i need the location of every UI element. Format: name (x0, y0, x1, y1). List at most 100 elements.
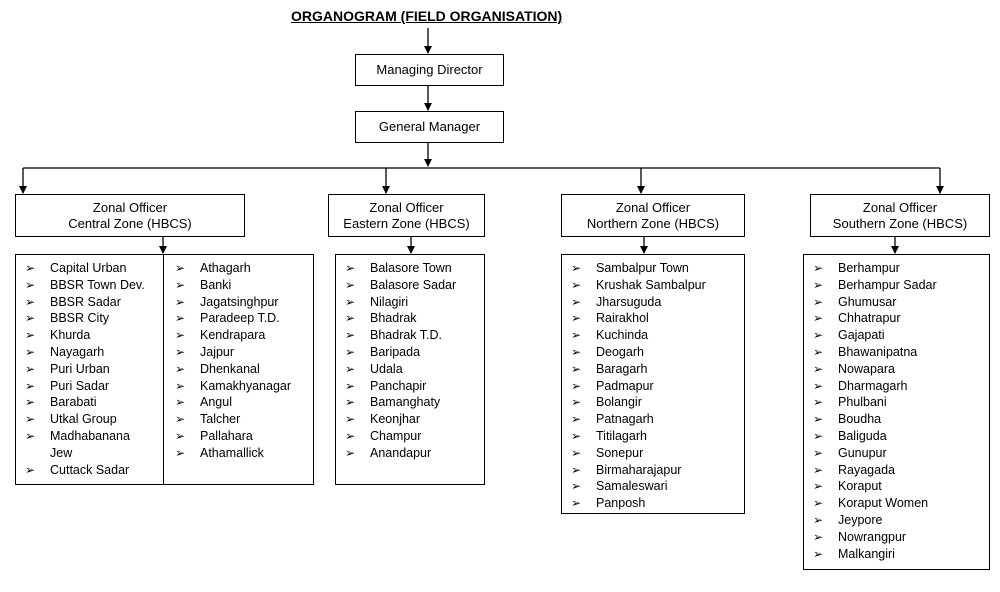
bullet-arrow-icon: ➢ (25, 261, 36, 275)
bullet-arrow-icon: ➢ (25, 277, 36, 292)
bullet-arrow-icon: ➢ (25, 412, 36, 427)
list-item-label: Koraput (838, 479, 882, 494)
list-item: ➢Malkangiri (804, 546, 937, 563)
bullet-arrow-icon: ➢ (813, 546, 824, 561)
bullet-arrow-icon: ➢ (813, 277, 824, 292)
bullet-arrow-icon: ➢ (813, 428, 824, 443)
list-item: ➢Panchapir (336, 378, 456, 395)
list-item: ➢Angul (166, 394, 291, 411)
list-item: ➢ Capital Urban (16, 260, 150, 277)
list-item-label: Baliguda (838, 428, 887, 443)
list-item-label: Berhampur (838, 261, 900, 275)
bullet-arrow-icon: ➢ (571, 311, 582, 326)
list-item: ➢ Rayagada (804, 462, 937, 479)
list-item-label: Dhenkanal (200, 361, 260, 376)
zone-officer-label: Zonal Officer (92, 199, 168, 215)
list-item-label: Birmaharajapur (596, 462, 682, 477)
list-item-label: Bamanghaty (370, 395, 441, 410)
northern-zone-column: ➢Sambalpur Town➢Krushak Sambalpur➢Jharsu… (562, 260, 706, 512)
bullet-arrow-icon: ➢ (175, 294, 186, 309)
list-item: ➢ Barabati (16, 394, 150, 411)
list-item-label: Puri Urban (50, 361, 110, 376)
eastern-zone-list: ➢Balasore Town➢Balasore Sadar➢Nilagiri➢B… (335, 254, 485, 485)
bullet-arrow-icon: ➢ (345, 378, 356, 393)
list-item: ➢Kendrapara (166, 327, 291, 344)
bullet-arrow-icon: ➢ (571, 294, 582, 309)
list-item-label: Champur (370, 428, 422, 443)
list-item-label: BBSR Sadar (50, 294, 121, 309)
list-item: ➢Balasore Sadar (336, 277, 456, 294)
bullet-arrow-icon: ➢ (571, 277, 582, 292)
bullet-arrow-icon: ➢ (813, 395, 824, 410)
list-item-label: Gajapati (838, 328, 885, 343)
list-item-label: Koraput Women (838, 496, 929, 511)
list-item-label: Krushak Sambalpur (596, 277, 706, 292)
bullet-arrow-icon: ➢ (175, 277, 186, 292)
list-item: ➢Koraput (804, 478, 937, 495)
central-zone-column-1: ➢Capital Urban➢BBSR Town Dev.➢BBSR Sadar… (16, 260, 150, 478)
column-divider (163, 255, 164, 484)
bullet-arrow-icon: ➢ (345, 261, 356, 275)
page-title: ORGANOGRAM (FIELD ORGANISATION) (291, 8, 563, 24)
bullet-arrow-icon: ➢ (175, 344, 186, 359)
list-item-label: Baragarh (596, 361, 648, 376)
list-item: ➢Gunupur (804, 445, 937, 462)
list-item: ➢ Nayagarh (16, 344, 150, 361)
list-item-label: Deogarh (596, 344, 644, 359)
list-item-label: Bhadrak (370, 311, 417, 326)
list-item-label: Puri Sadar (50, 378, 110, 393)
bullet-arrow-icon: ➢ (571, 395, 582, 410)
list-item-label: Banki (200, 277, 232, 292)
list-item-label: Udala (370, 361, 403, 376)
list-item: ➢Keonjhar (336, 411, 456, 428)
list-item-label: Capital Urban (50, 261, 127, 275)
list-item: ➢ Deogarh (562, 344, 706, 361)
bullet-arrow-icon: ➢ (25, 294, 36, 309)
bullet-arrow-icon: ➢ (345, 294, 356, 309)
list-item: ➢Athamallick (166, 445, 291, 462)
list-item: ➢Talcher (166, 411, 291, 428)
bullet-arrow-icon: ➢ (813, 378, 824, 393)
bullet-arrow-icon: ➢ (345, 412, 356, 427)
bullet-arrow-icon: ➢ (25, 428, 36, 443)
list-item: ➢Nowapara (804, 361, 937, 378)
list-item-label: Rayagada (838, 462, 895, 477)
list-item: ➢Birmaharajapur (562, 462, 706, 479)
list-item: ➢Dhenkanal (166, 361, 291, 378)
list-item: ➢Berhampur (804, 260, 937, 277)
bullet-arrow-icon: ➢ (571, 328, 582, 343)
list-item-label: Khurda (50, 328, 91, 343)
managing-director-box: Managing Director (355, 54, 504, 86)
list-item-label: Nowapara (838, 361, 895, 376)
list-item: ➢Sambalpur Town (562, 260, 706, 277)
bullet-arrow-icon: ➢ (25, 395, 36, 410)
list-item-label: Patnagarh (596, 412, 654, 427)
list-item: ➢Koraput Women (804, 495, 937, 512)
list-item: ➢Udala (336, 361, 456, 378)
bullet-arrow-icon: ➢ (571, 445, 582, 460)
list-item: ➢Jharsuguda (562, 294, 706, 311)
list-item: ➢Titilagarh (562, 428, 706, 445)
list-item: ➢Jeypore (804, 512, 937, 529)
list-item-label: Padmapur (596, 378, 654, 393)
list-item-label: Paradeep T.D. (200, 311, 280, 326)
list-item-label: Barabati (50, 395, 97, 410)
list-item: ➢Nowrangpur (804, 529, 937, 546)
bullet-arrow-icon: ➢ (25, 378, 36, 393)
bullet-arrow-icon: ➢ (571, 344, 582, 359)
list-item: ➢Pallahara (166, 428, 291, 445)
list-item-label: Utkal Group (50, 412, 117, 427)
list-item: ➢Panposh (562, 495, 706, 512)
bullet-arrow-icon: ➢ (813, 462, 824, 477)
list-item: ➢BBSR Town Dev. (16, 277, 150, 294)
list-item: ➢Samaleswari (562, 478, 706, 495)
bullet-arrow-icon: ➢ (25, 344, 36, 359)
list-item-label: Nayagarh (50, 344, 105, 359)
list-item-label: Nowrangpur (838, 529, 907, 544)
bullet-arrow-icon: ➢ (813, 445, 824, 460)
zone-box-southern: Zonal Officer Southern Zone (HBCS) (810, 194, 990, 237)
list-item: ➢Berhampur Sadar (804, 277, 937, 294)
bullet-arrow-icon: ➢ (345, 344, 356, 359)
list-item-label: Athamallick (200, 445, 264, 460)
zone-box-eastern: Zonal Officer Eastern Zone (HBCS) (328, 194, 485, 237)
